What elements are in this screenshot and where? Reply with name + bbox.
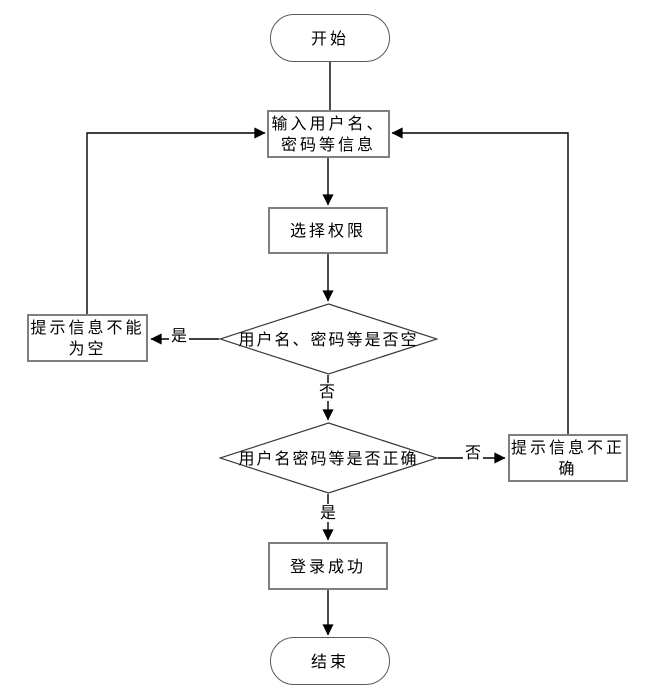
node-prompt-empty: 提示信息不能 为空 xyxy=(27,314,148,362)
node-end-label: 结束 xyxy=(310,651,349,671)
node-prompt-incorrect: 提示信息不正 确 xyxy=(508,434,628,482)
node-start-label: 开始 xyxy=(310,28,349,48)
node-check-correct-label: 用户名密码等是否正确 xyxy=(238,448,419,468)
node-prompt-empty-line2: 为空 xyxy=(68,339,107,358)
edge-label-correct-yes: 是 xyxy=(317,503,339,522)
node-prompt-empty-line1: 提示信息不能 xyxy=(30,318,145,337)
node-input-info-line1: 输入用户名、 xyxy=(271,114,386,133)
node-check-empty-label: 用户名、密码等是否空 xyxy=(238,329,419,349)
edge-label-correct-no: 否 xyxy=(462,443,484,462)
node-start: 开始 xyxy=(270,14,390,62)
diamond-shape xyxy=(219,422,438,494)
node-input-info-line2: 密码等信息 xyxy=(280,135,376,154)
node-select-permission: 选择权限 xyxy=(268,207,388,254)
node-check-empty: 用户名、密码等是否空 xyxy=(219,303,438,375)
node-select-permission-label: 选择权限 xyxy=(289,221,366,240)
node-prompt-incorrect-line1: 提示信息不正 xyxy=(510,438,625,457)
edge-label-empty-yes: 是 xyxy=(168,326,190,345)
diamond-shape xyxy=(219,303,438,375)
node-login-success-label: 登录成功 xyxy=(289,556,366,576)
node-end: 结束 xyxy=(270,637,390,685)
node-prompt-incorrect-line2: 确 xyxy=(558,459,578,478)
edge-label-empty-no: 否 xyxy=(316,382,338,401)
node-input-info: 输入用户名、 密码等信息 xyxy=(267,110,390,158)
node-login-success: 登录成功 xyxy=(268,542,388,590)
node-check-correct: 用户名密码等是否正确 xyxy=(219,422,438,494)
